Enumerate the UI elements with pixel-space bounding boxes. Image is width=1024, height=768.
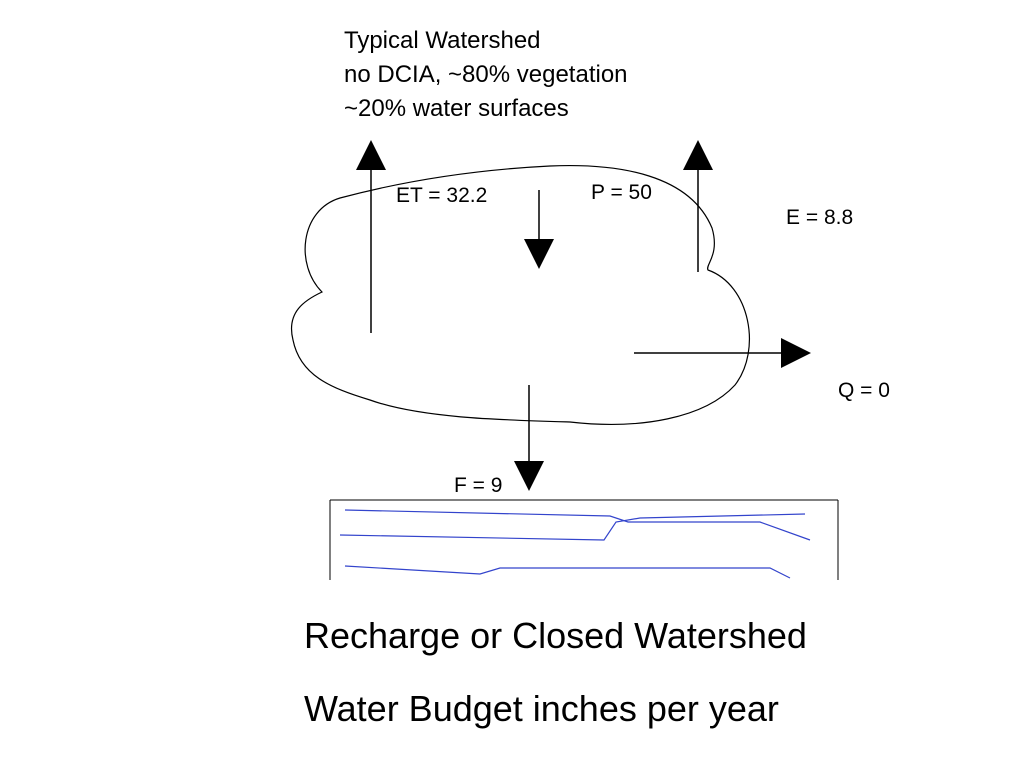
- water-line-3: [344, 565, 791, 579]
- f-label: F = 9: [454, 474, 502, 497]
- q-label: Q = 0: [838, 379, 890, 402]
- water-line-2: [339, 513, 806, 541]
- e-label: E = 8.8: [786, 206, 853, 229]
- header-title: Typical Watershed: [344, 27, 541, 54]
- caption-title: Recharge or Closed Watershed: [304, 615, 807, 656]
- header-vegetation: no DCIA, ~80% vegetation: [344, 61, 628, 88]
- caption-subtitle: Water Budget inches per year: [304, 688, 779, 729]
- aquifer-box: [329, 499, 839, 580]
- p-label: P = 50: [591, 181, 652, 204]
- header-water-surfaces: ~20% water surfaces: [344, 95, 569, 122]
- water-line-1: [344, 509, 811, 541]
- et-label: ET = 32.2: [396, 184, 487, 207]
- watershed-cloud: [290, 165, 750, 425]
